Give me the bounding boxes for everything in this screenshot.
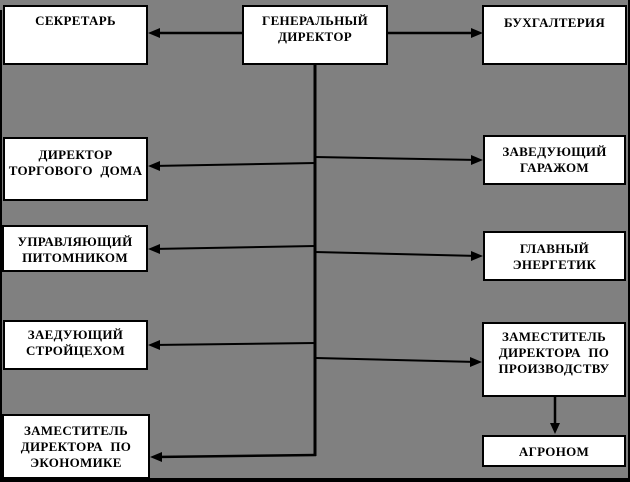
node-label: ПРОИЗВОДСТВУ xyxy=(498,361,610,376)
node-label: СТРОЙЦЕХОМ xyxy=(25,343,126,358)
node-label: СЕКРЕТАРЬ xyxy=(35,13,116,28)
node-label: ГАРАЖОМ xyxy=(520,160,589,175)
node-label: ГЛАВНЫЙ xyxy=(519,241,590,256)
node-label: ЗАЕДУЮЩИЙ xyxy=(27,327,124,342)
arrow-director-deputy-production xyxy=(315,357,482,367)
arrow-director-trade-house xyxy=(148,161,316,171)
node-label: ДИРЕКТОР xyxy=(277,29,353,44)
node-accounting: БУХГАЛТЕРИЯ xyxy=(482,5,627,65)
node-label: АГРОНОМ xyxy=(518,444,590,459)
arrow-director-nursery xyxy=(148,244,316,254)
node-secretary: СЕКРЕТАРЬ xyxy=(3,5,148,65)
node-label: ПИТОМНИКОМ xyxy=(22,250,128,265)
node-label: ГЕНЕРАЛЬНЫЙ xyxy=(262,13,368,28)
node-build-shop-manager: ЗАЕДУЮЩИЙ СТРОЙЦЕХОМ xyxy=(3,320,148,370)
arrow-deputy-production-agronomist xyxy=(550,397,560,434)
node-label: ДИРЕКТОРА ПО xyxy=(498,345,610,360)
node-deputy-director-production: ЗАМЕСТИТЕЛЬ ДИРЕКТОРА ПО ПРОИЗВОДСТВУ xyxy=(482,322,626,397)
node-label: ЭНЕРГЕТИК xyxy=(512,257,597,272)
arrow-director-secretary xyxy=(148,28,242,38)
node-garage-manager: ЗАВЕДУЮЩИЙ ГАРАЖОМ xyxy=(483,135,626,185)
node-label: ДИРЕКТОР xyxy=(38,147,113,162)
node-chief-power-engineer: ГЛАВНЫЙ ЭНЕРГЕТИК xyxy=(483,231,626,281)
node-deputy-director-economics: ЗАМЕСТИТЕЛЬ ДИРЕКТОРА ПО ЭКОНОМИКЕ xyxy=(2,414,150,479)
node-label: ЭКОНОМИКЕ xyxy=(30,455,122,470)
node-label: ЗАВЕДУЮЩИЙ xyxy=(502,144,607,159)
arrow-director-chief-power xyxy=(314,251,483,261)
node-agronomist: АГРОНОМ xyxy=(482,435,626,467)
node-nursery-manager: УПРАВЛЯЮЩИЙ ПИТОМНИКОМ xyxy=(2,225,148,272)
node-label: БУХГАЛТЕРИЯ xyxy=(503,15,606,30)
node-label: ДИРЕКТОРА ПО xyxy=(20,439,132,454)
arrow-director-build-shop xyxy=(148,340,316,350)
node-general-director: ГЕНЕРАЛЬНЫЙ ДИРЕКТОР xyxy=(242,5,388,65)
node-label: ЗАМЕСТИТЕЛЬ xyxy=(23,423,129,438)
node-label: ТОРГОВОГО ДОМА xyxy=(8,163,143,178)
arrow-director-deputy-economics xyxy=(150,452,317,462)
arrow-director-accounting xyxy=(388,28,483,38)
arrow-director-garage xyxy=(314,155,483,165)
node-label: ЗАМЕСТИТЕЛЬ xyxy=(501,329,607,344)
node-trade-house-director: ДИРЕКТОР ТОРГОВОГО ДОМА xyxy=(3,137,148,201)
node-label: УПРАВЛЯЮЩИЙ xyxy=(17,234,133,249)
